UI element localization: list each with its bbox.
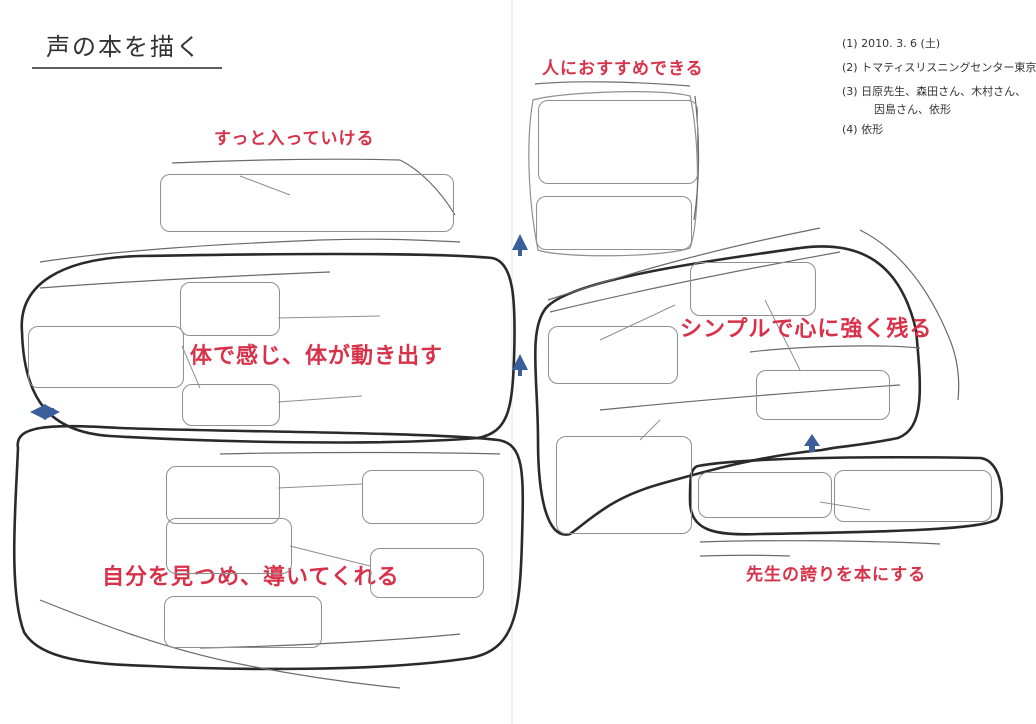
note-box-enjoyable [166, 466, 280, 524]
note-box-know-how [690, 262, 816, 316]
cluster-outline-pride [688, 455, 1004, 536]
meta-line-3: (3) 日原先生、森田さん、木村さん、 [842, 85, 1027, 98]
heading-look-at-self: 自分を見つめ、導いてくれる [102, 565, 400, 590]
meta-line-2: (2) トマティスリスニングセンター東京 [842, 61, 1036, 74]
cluster-outline-simple [533, 245, 922, 536]
note-box-find-self [370, 548, 484, 598]
note-box-keep-near [166, 518, 292, 574]
note-box-cavd-flow [556, 436, 692, 534]
meta-line-4: 因島さん、依形 [874, 103, 951, 116]
note-box-general-reader [160, 174, 454, 232]
connector-lines [181, 175, 871, 567]
note-box-after-reading [28, 326, 184, 388]
cluster-outline-body [20, 252, 516, 444]
link-arrows [30, 234, 820, 452]
note-box-stepping-stone [362, 470, 484, 524]
note-box-toc [698, 472, 832, 518]
heading-teacher-pride: 先生の誇りを本にする [746, 565, 927, 585]
note-box-image-friendly [180, 282, 280, 336]
heading-smooth-entry: すっと入っていける [214, 129, 375, 149]
meta-line-1: (1) 2010. 3. 6 (土) [842, 37, 941, 50]
heading-simple-memorable: シンプルで心に強く残る [680, 317, 933, 342]
cluster-outline-recommend [528, 91, 699, 257]
note-box-message [548, 326, 678, 384]
note-box-share-with-people [536, 196, 692, 250]
note-box-how-to [164, 596, 322, 648]
handwriting-strokes [39, 81, 960, 689]
heading-feel-with-body: 体で感じ、体が動き出す [190, 344, 444, 369]
page-title: 声の本を描く [46, 33, 202, 61]
note-box-questions [834, 470, 992, 522]
note-box-feel-with-body [182, 384, 280, 426]
cluster-outline-self [12, 424, 525, 671]
note-box-important-points [756, 370, 890, 420]
heading-recommendable: 人におすすめできる [542, 59, 704, 79]
note-box-after-reading-recommend [538, 100, 698, 184]
meta-line-5: (4) 依形 [842, 123, 884, 136]
